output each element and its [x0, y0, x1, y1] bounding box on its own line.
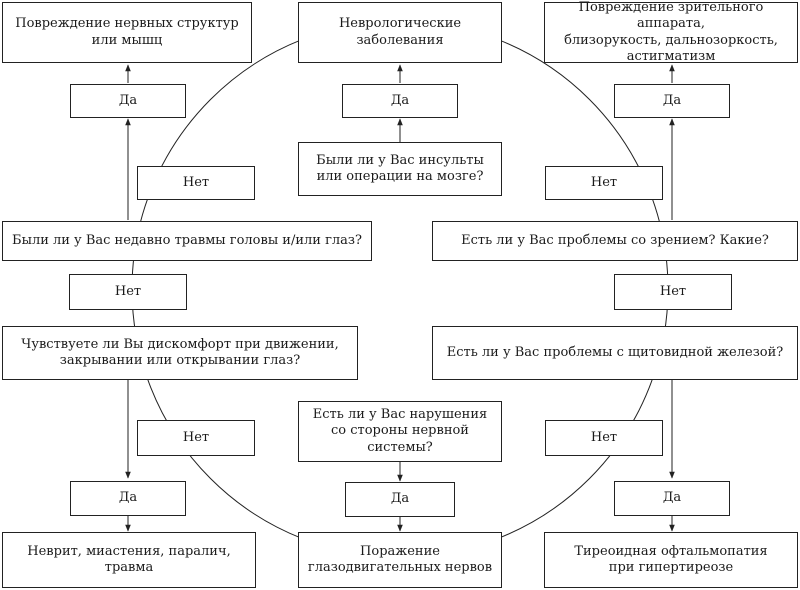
outcome-neurological-diseases-text: Неврологические заболевания [338, 16, 462, 48]
answer-no-label: Нет [182, 174, 210, 190]
question-eye-discomfort: Чувствуете ли Вы дискомфорт при движении… [2, 326, 358, 380]
outcome-nerve-muscle-damage-text: Повреждение нервных структур или мышц [15, 16, 239, 48]
outcome-thyroid-ophthalmopathy: Тиреоидная офтальмопатия при гипертиреоз… [544, 532, 798, 588]
answer-no-middle-left: Нет [69, 274, 187, 310]
answer-yes-top-right: Да [614, 84, 730, 118]
answer-no-lower-right: Нет [545, 420, 663, 456]
answer-yes-top-left: Да [70, 84, 186, 118]
outcome-neuritis: Неврит, миастения, паралич, травма [2, 532, 256, 588]
outcome-neurological-diseases: Неврологические заболевания [298, 2, 502, 63]
answer-no-label: Нет [590, 429, 618, 445]
question-thyroid-problems-text: Есть ли у Вас проблемы с щитовидной желе… [446, 344, 784, 360]
answer-no-lower-left: Нет [137, 420, 255, 456]
answer-no-label: Нет [114, 283, 142, 299]
question-nervous-system-text: Есть ли у Вас нарушения со стороны нервн… [312, 407, 488, 455]
answer-no-middle-right: Нет [614, 274, 732, 310]
question-head-trauma-text: Были ли у Вас недавно травмы головы и/ил… [12, 232, 362, 248]
answer-yes-label: Да [118, 490, 138, 506]
outcome-neuritis-text: Неврит, миастения, паралич, травма [27, 543, 231, 575]
question-stroke-surgery: Были ли у Вас инсульты или операции на м… [298, 142, 502, 196]
answer-yes-label: Да [390, 491, 410, 507]
answer-no-label: Нет [590, 174, 618, 190]
answer-no-label: Нет [659, 283, 687, 299]
question-thyroid-problems: Есть ли у Вас проблемы с щитовидной желе… [432, 326, 798, 380]
outcome-vision-damage-text: Повреждение зрительного аппарата, близор… [564, 0, 778, 64]
outcome-oculomotor-nerves: Поражение глазодвигательных нервов [298, 532, 502, 588]
answer-yes-bottom-center: Да [345, 482, 455, 517]
answer-yes-label: Да [662, 490, 682, 506]
answer-yes-label: Да [390, 92, 410, 108]
answer-no-label: Нет [182, 429, 210, 445]
question-nervous-system: Есть ли у Вас нарушения со стороны нервн… [298, 401, 502, 462]
outcome-thyroid-ophthalmopathy-text: Тиреоидная офтальмопатия при гипертиреоз… [574, 543, 768, 575]
question-vision-problems: Есть ли у Вас проблемы со зрением? Какие… [432, 221, 798, 261]
outcome-vision-damage: Повреждение зрительного аппарата, близор… [544, 0, 798, 64]
answer-yes-bottom-left: Да [70, 481, 186, 516]
answer-yes-label: Да [662, 92, 682, 108]
question-eye-discomfort-text: Чувствуете ли Вы дискомфорт при движении… [21, 336, 339, 368]
answer-no-upper-left: Нет [137, 166, 255, 200]
answer-no-upper-right: Нет [545, 166, 663, 200]
outcome-oculomotor-nerves-text: Поражение глазодвигательных нервов [307, 543, 493, 575]
answer-yes-label: Да [118, 92, 138, 108]
outcome-nerve-muscle-damage: Повреждение нервных структур или мышц [2, 2, 252, 63]
answer-yes-top-center: Да [342, 84, 458, 118]
question-stroke-surgery-text: Были ли у Вас инсульты или операции на м… [316, 152, 484, 184]
question-head-trauma: Были ли у Вас недавно травмы головы и/ил… [2, 221, 372, 261]
answer-yes-bottom-right: Да [614, 481, 730, 516]
question-vision-problems-text: Есть ли у Вас проблемы со зрением? Какие… [461, 232, 769, 248]
